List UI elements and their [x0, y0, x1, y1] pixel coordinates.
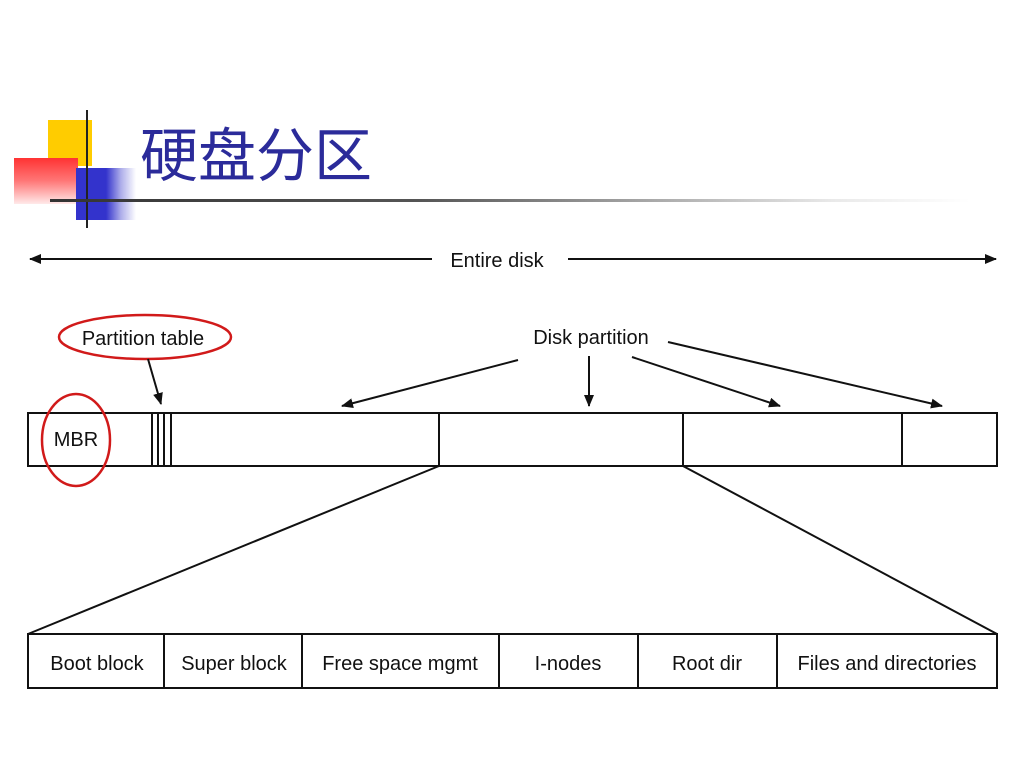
expansion-line-left — [27, 465, 440, 635]
partition-table-callout: Partition table — [57, 313, 233, 405]
disk-partition-callout: Disk partition — [341, 327, 943, 409]
disk-partition-arrow-4 — [667, 341, 943, 409]
partition-table-highlight-ellipse — [57, 313, 233, 361]
title-underline — [50, 199, 970, 202]
entire-disk-span: Entire disk — [29, 250, 997, 272]
disk-bar: MBR — [27, 392, 998, 488]
mbr-highlight-ellipse — [40, 392, 112, 488]
disk-partition-arrow-3 — [631, 356, 781, 408]
mbr-label: MBR — [54, 429, 98, 451]
layout-block-boot-block: Boot block — [50, 653, 144, 675]
expansion-line-right — [682, 465, 998, 635]
decoration-vertical-line — [86, 110, 88, 228]
layout-block-i-nodes: I-nodes — [535, 653, 602, 675]
layout-block-root-dir: Root dir — [672, 653, 742, 675]
partition-layout-outline — [27, 633, 998, 689]
decoration-red-square — [14, 158, 78, 204]
layout-block-free-space-mgmt: Free space mgmt — [322, 653, 478, 675]
disk-partition-label: Disk partition — [533, 327, 649, 349]
partition-table-arrow — [147, 358, 163, 405]
partition-layout-bar: Boot block Super block Free space mgmt I… — [27, 633, 998, 689]
partition-table-label: Partition table — [82, 328, 204, 350]
entire-disk-label: Entire disk — [450, 250, 544, 272]
disk-partition-arrow-1 — [341, 359, 519, 409]
slide-title: 硬盘分区 — [140, 122, 373, 190]
layout-block-super-block: Super block — [181, 653, 288, 675]
disk-bar-outline — [27, 412, 998, 467]
layout-block-files-and-directories: Files and directories — [798, 653, 977, 675]
